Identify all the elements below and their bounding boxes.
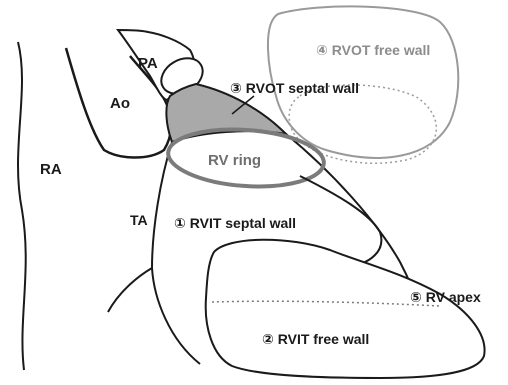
ta-line <box>108 268 152 312</box>
label-rv-apex: ⑤ RV apex <box>410 289 481 305</box>
label-ra: RA <box>40 161 62 178</box>
rvit-free-wall <box>206 240 485 378</box>
label-rvit-free-wall: ② RVIT free wall <box>262 331 369 347</box>
label-ao: Ao <box>110 95 130 112</box>
label-rv-ring: RV ring <box>208 152 261 169</box>
label-ta: TA <box>130 212 148 228</box>
label-rvot-septal-wall: ③ RVOT septal wall <box>230 80 359 96</box>
label-pa: PA <box>138 55 158 72</box>
label-rvot-free-wall: ④ RVOT free wall <box>316 42 430 58</box>
label-rvit-septal-wall: ① RVIT septal wall <box>174 215 296 231</box>
ra-outline <box>18 42 26 370</box>
